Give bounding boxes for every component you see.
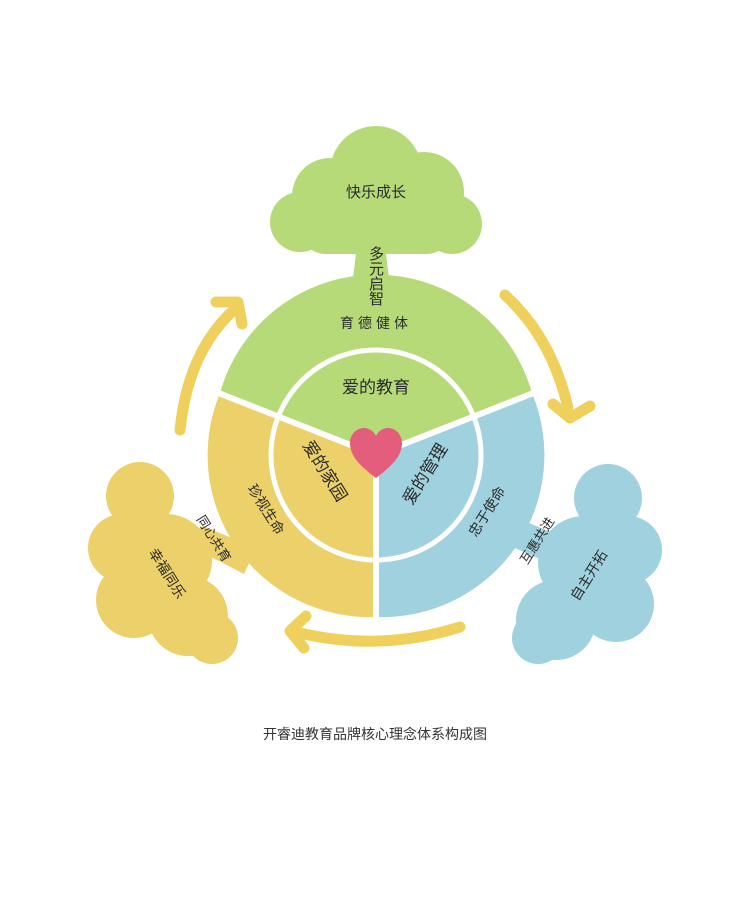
green-ring-label: 育德健体 (340, 316, 412, 332)
blue-sector (376, 393, 545, 618)
yellow-sector (207, 393, 376, 618)
arrow-icon-left (174, 302, 242, 436)
sector-dividers (213, 389, 539, 623)
green-trunk-label: 多元启智 (367, 246, 385, 306)
cycle-arrows (174, 289, 596, 654)
green-crown-label: 快乐成长 (346, 183, 406, 201)
blue-tree-group (492, 464, 662, 664)
blue-crown-cloud (512, 464, 662, 664)
green-sector (220, 274, 532, 455)
arrow-icon-left-head (210, 296, 248, 330)
arrow-icon-right (499, 289, 574, 414)
yellow-tree-group (88, 462, 256, 664)
green-tree-group (270, 126, 482, 305)
outer-ring (207, 274, 545, 618)
arrow-icon-bottom (294, 621, 466, 647)
green-inner-label: 爱的教育 (342, 378, 410, 398)
yellow-crown-cloud (88, 462, 238, 664)
heart-icon (350, 428, 402, 478)
green-crown-cloud (270, 126, 482, 254)
arrow-icon-bottom-head (284, 610, 312, 654)
arrow-icon-right-head (547, 398, 596, 424)
diagram-caption: 开睿迪教育品牌核心理念体系构成图 (263, 727, 487, 743)
